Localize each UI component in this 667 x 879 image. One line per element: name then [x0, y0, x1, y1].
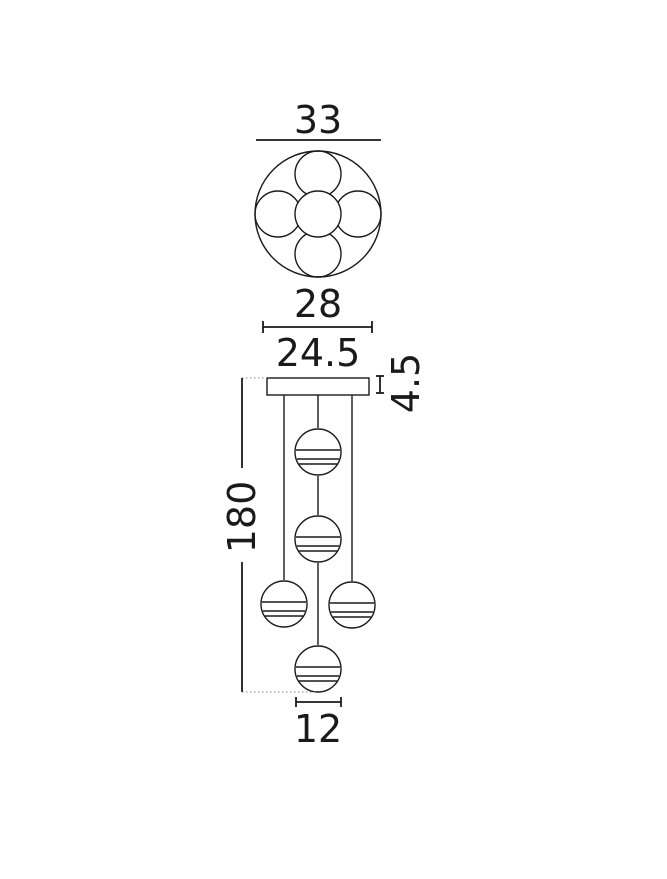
top-view-globe-left — [254, 190, 302, 238]
canopy-inner-label: 24.5 — [276, 331, 361, 375]
globe-2 — [294, 515, 342, 563]
height-dimension: 180 — [220, 377, 318, 693]
total-height-label: 180 — [220, 481, 264, 554]
canopy-dimensions: 28 24.5 4.5 — [262, 282, 428, 413]
side-view — [260, 377, 376, 693]
globe-4 — [328, 581, 376, 629]
top-view: 33 — [254, 98, 382, 278]
globe-1 — [294, 428, 342, 476]
canopy — [266, 377, 370, 396]
top-view-globe-bottom — [294, 230, 342, 278]
top-view-globe-right — [334, 190, 382, 238]
top-diameter-label: 33 — [294, 98, 342, 142]
globe-diameter-label: 12 — [294, 707, 342, 751]
canopy-diameter-label: 28 — [294, 282, 342, 326]
canopy-height-label: 4.5 — [384, 353, 428, 413]
globe-diameter-dimension: 12 — [294, 697, 342, 751]
top-view-globe-top — [294, 150, 342, 198]
globe-5 — [294, 645, 342, 693]
top-view-globe-center — [294, 190, 342, 238]
globe-3 — [260, 580, 308, 628]
